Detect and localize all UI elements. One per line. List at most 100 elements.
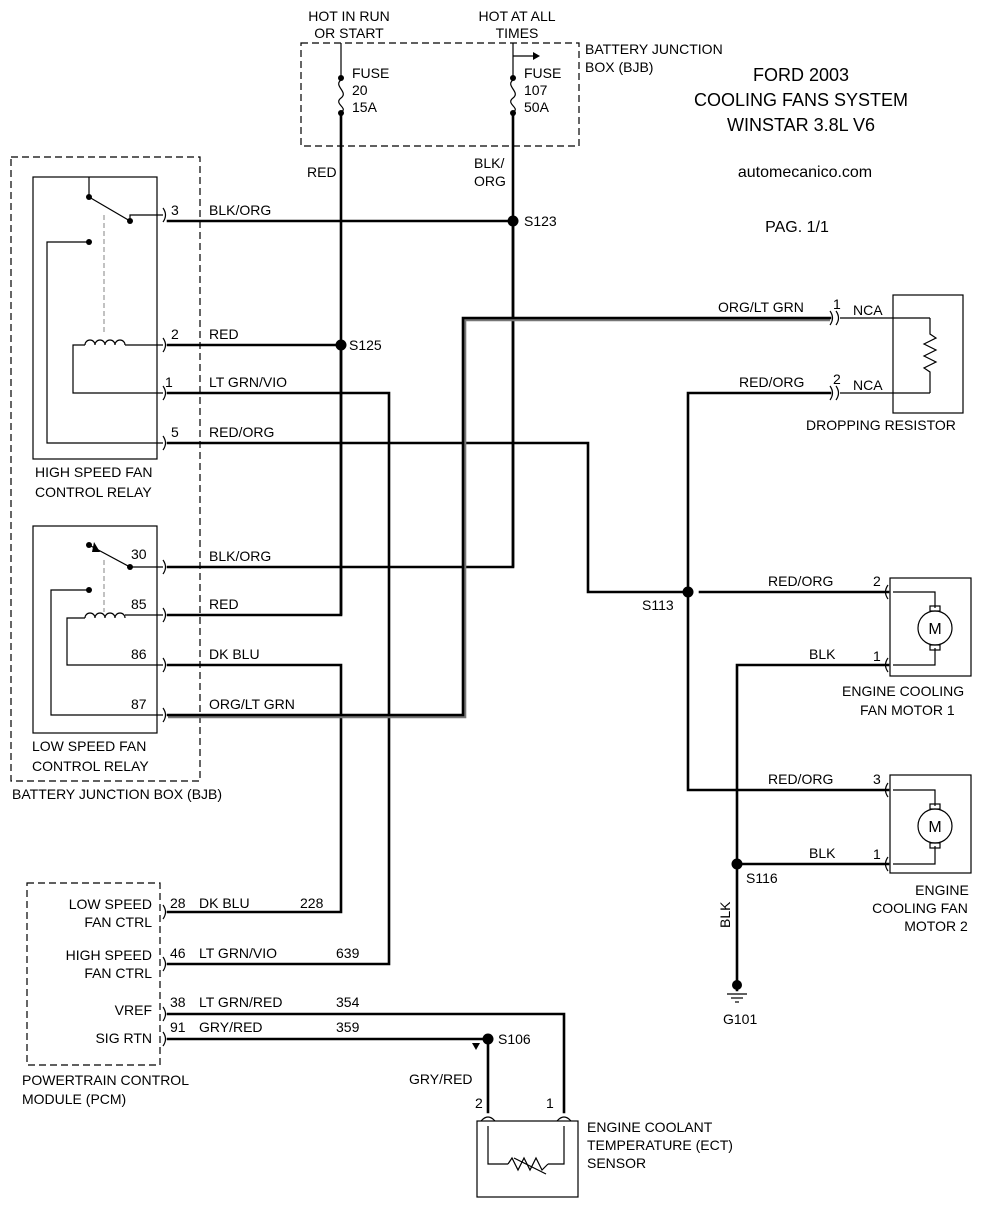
pcm-circuit-354: 354 (336, 994, 360, 1010)
resistor-nca-2: NCA (853, 377, 883, 393)
motor2-pin-1: 1 (873, 846, 881, 862)
high-relay-pin-3: 3 (171, 202, 179, 218)
wire-ls-pin30-label: BLK/ORG (209, 548, 271, 564)
ect-sensor: 2 1 ENGINE COOLANT TEMPERATURE (ECT) SEN… (475, 1095, 733, 1198)
resistor-symbol (922, 318, 938, 393)
low-relay-pin-85: 85 (131, 596, 147, 612)
wire-ect-label: GRY/RED (409, 1071, 473, 1087)
wire-ls-pin30 (166, 219, 515, 569)
website-label: automecanico.com (738, 164, 872, 181)
or-start-label: OR START (314, 25, 384, 41)
splice-s113 (682, 586, 694, 598)
wire-res-pin1-label: ORG/LT GRN (718, 299, 804, 315)
high-relay-pin-5: 5 (171, 424, 179, 440)
wire-res-pin2-label: RED/ORG (739, 374, 804, 390)
fan-motor-1: M 2 1 ENGINE COOLING FAN MOTOR 1 (842, 573, 972, 718)
wire-vref (166, 1012, 566, 1114)
motor2-lead-bottom (893, 846, 936, 865)
resistor-label: DROPPING RESISTOR (806, 417, 956, 433)
bjb-label-line-2: BOX (BJB) (585, 59, 653, 75)
title-block: FORD 2003 COOLING FANS SYSTEM WINSTAR 3.… (694, 65, 908, 236)
fuse20-terminal (338, 75, 344, 81)
wire-hs-pin1-label: LT GRN/VIO (209, 374, 287, 390)
resistor-connector-2 (829, 385, 834, 401)
hot-in-run-label: HOT IN RUN (308, 8, 389, 24)
title-line-3: WINSTAR 3.8L V6 (727, 115, 875, 135)
pcm-wire-46-color: LT GRN/VIO (199, 945, 277, 961)
wire-m1-pin1 (735, 663, 890, 992)
wire-m2-pin1-label: BLK (809, 845, 836, 861)
pcm-connector-28 (162, 904, 167, 920)
wire-m1-pin2-label: RED/ORG (768, 573, 833, 589)
low-relay-coil (84, 612, 126, 619)
splice-s113-label: S113 (642, 597, 674, 613)
pcm-circuit-639: 639 (336, 945, 360, 961)
ect-connector-2 (480, 1116, 496, 1122)
motor2-label-2: COOLING FAN (872, 900, 968, 916)
relay-connectors (162, 207, 167, 723)
wire-ls-pin86 (166, 663, 343, 914)
motor1-label-2: FAN MOTOR 1 (860, 702, 955, 718)
ect-label-2: TEMPERATURE (ECT) (587, 1137, 733, 1153)
fuse107-number: 107 (524, 82, 548, 98)
wire-hs-pin2-label: RED (209, 326, 239, 342)
pcm-circuit-359: 359 (336, 1019, 360, 1035)
wire-hs-pin5 (166, 441, 690, 594)
high-relay-name-2: CONTROL RELAY (35, 484, 152, 500)
low-relay-switch-pivot (86, 542, 92, 548)
fan-motor-2: M 3 1 ENGINE COOLING FAN MOTOR 2 (872, 771, 972, 934)
pcm-wire-28-color: DK BLU (199, 895, 250, 911)
fuse107-symbol (510, 79, 516, 113)
sig-rtn-arrow (472, 1043, 480, 1050)
high-relay-pin-1: 1 (165, 374, 173, 390)
high-relay-pin-2: 2 (171, 326, 179, 342)
pcm-label-1: POWERTRAIN CONTROL (22, 1072, 189, 1088)
title-line-2: COOLING FANS SYSTEM (694, 90, 908, 110)
fuse107-terminal (510, 75, 516, 81)
connector-pin-1 (162, 385, 167, 401)
ect-pin-1: 1 (546, 1095, 554, 1111)
fuse107-amperage: 50A (524, 99, 550, 115)
connector-pin-30 (162, 559, 167, 575)
hot-at-all-label: HOT AT ALL (478, 8, 555, 24)
ect-pin-2: 2 (475, 1095, 483, 1111)
fuse-box: HOT IN RUN OR START HOT AT ALL TIMES BAT… (300, 8, 723, 147)
wire-hs-pin1 (166, 391, 391, 966)
motor1-m: M (928, 621, 941, 638)
wire-hs-pin5-label: RED/ORG (209, 424, 274, 440)
wire-ls-pin87-shadow (168, 318, 830, 719)
wire-ls-pin86-label: DK BLU (209, 646, 260, 662)
connector-pin-86 (162, 657, 167, 673)
resistor-nca-1: NCA (853, 302, 883, 318)
pcm-connector-91 (162, 1031, 167, 1047)
high-relay-pin3-lead (129, 214, 163, 221)
bjb-label-line-1: BATTERY JUNCTION (585, 41, 723, 57)
motor1-lead-bottom (893, 648, 936, 666)
motor2-brush-top (929, 803, 941, 810)
ect-label-1: ENGINE COOLANT (587, 1119, 713, 1135)
blk-org-label-2: ORG (474, 173, 506, 189)
motor2-label-3: MOTOR 2 (904, 918, 968, 934)
fuse20-number: 20 (352, 82, 368, 98)
relay-bjb-label: BATTERY JUNCTION BOX (BJB) (12, 786, 222, 802)
splice-s106-label: S106 (498, 1031, 531, 1047)
low-relay-pin-30: 30 (131, 546, 147, 562)
pcm-connector-38 (162, 1006, 167, 1022)
low-relay-pin-86: 86 (131, 646, 147, 662)
high-relay-body (32, 176, 158, 460)
ect-body (476, 1120, 579, 1198)
motor2-m: M (928, 819, 941, 836)
motor1-pin-2: 2 (873, 573, 881, 589)
pcm-pin-38: 38 (170, 994, 186, 1010)
motor2-connector-3 (884, 782, 889, 798)
connector-pin-5 (162, 435, 167, 451)
resistor-connector-2b (835, 385, 840, 401)
motor1-body (889, 577, 972, 677)
pcm-low-speed-name-1: LOW SPEED (69, 896, 152, 912)
relay-bjb-outline (10, 156, 201, 782)
low-relay-switch-arrow (92, 542, 100, 552)
blk-org-label-1: BLK/ (474, 155, 504, 171)
pcm-label-2: MODULE (PCM) (22, 1091, 126, 1107)
pcm-high-speed-name-2: FAN CTRL (84, 965, 152, 981)
high-speed-relay: HIGH SPEED FAN CONTROL RELAY 3 2 1 5 (32, 176, 179, 500)
